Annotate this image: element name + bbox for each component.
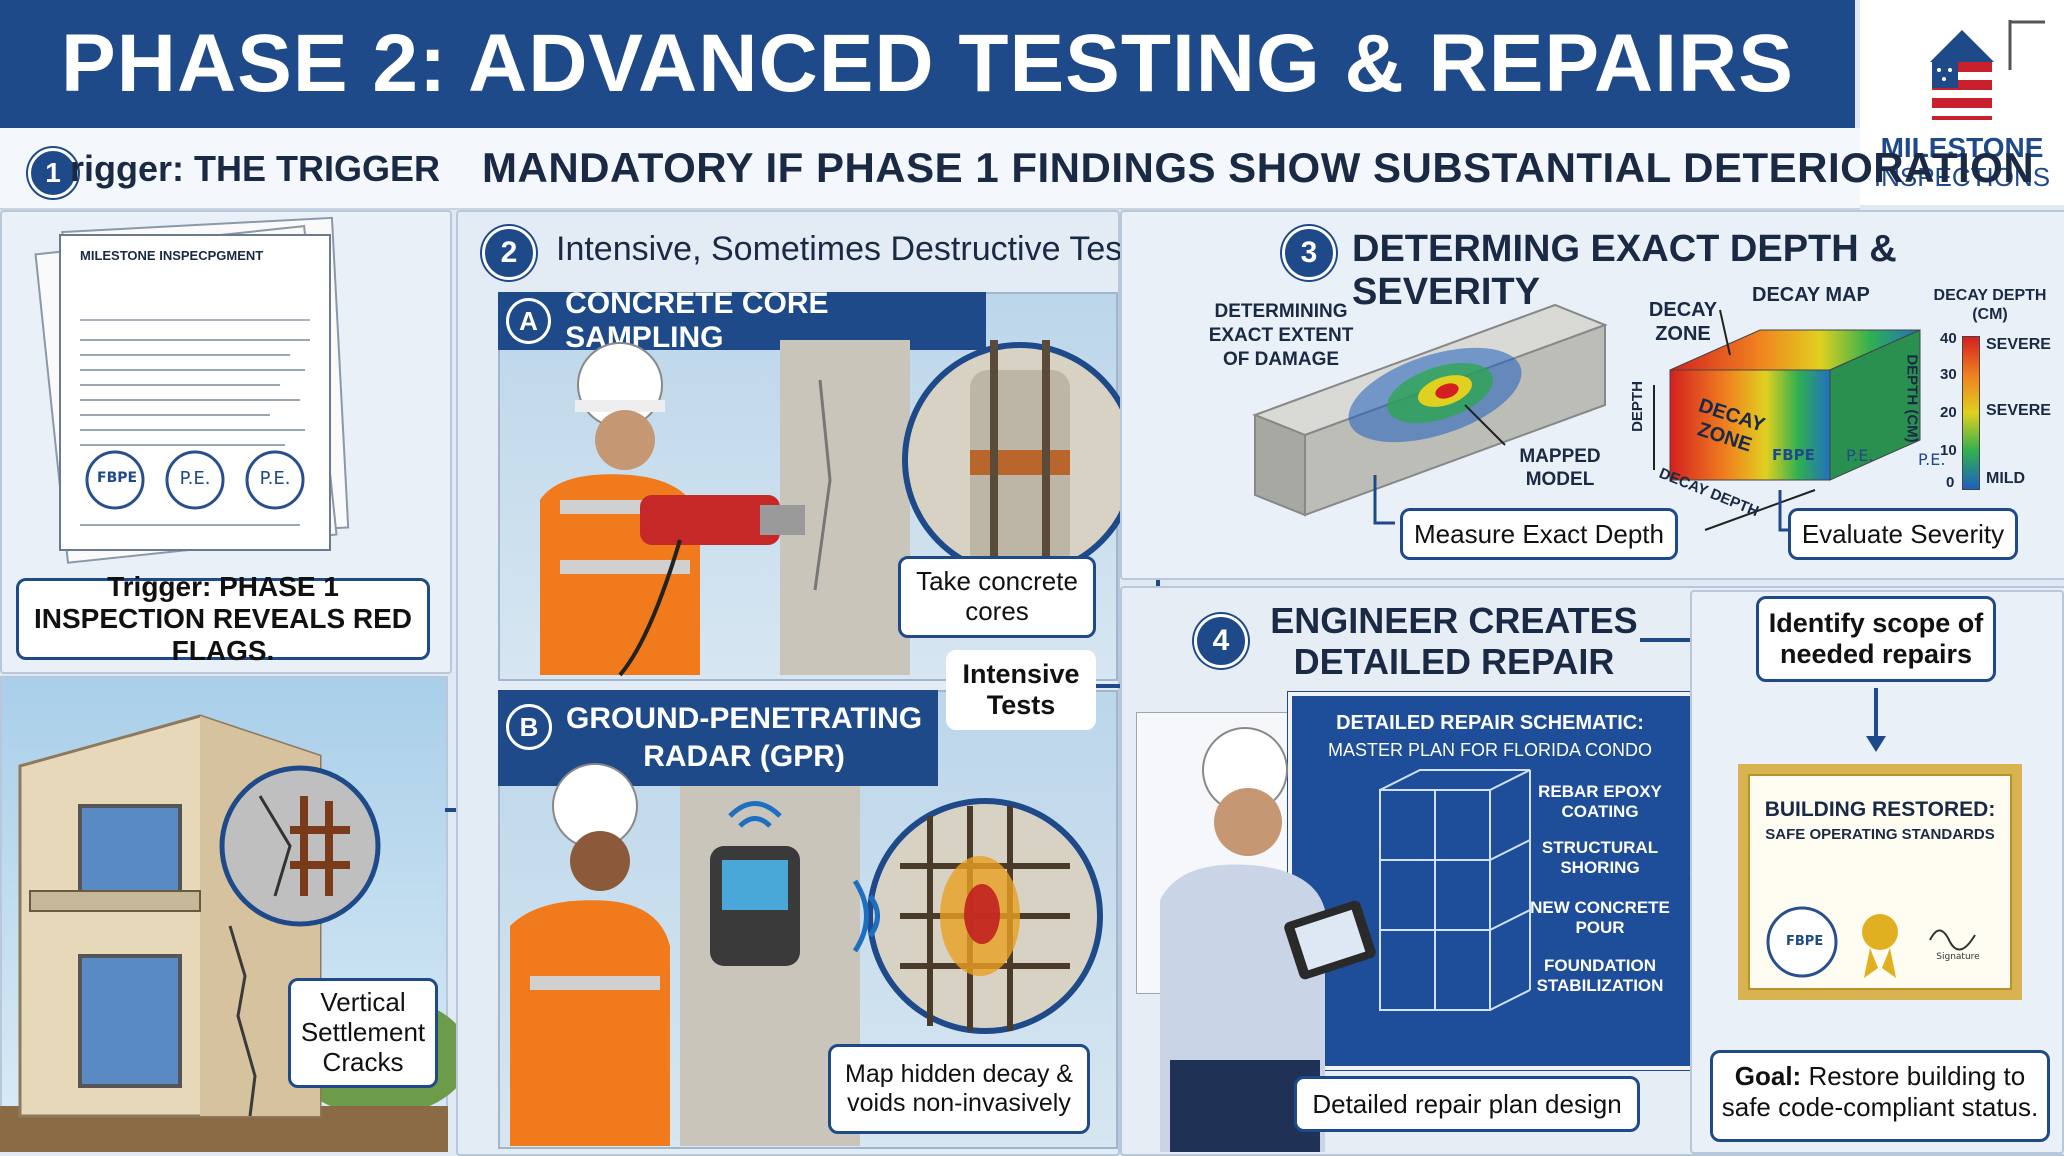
arrow-down-to-certificate — [1866, 688, 1886, 752]
certificate-signature: Signature — [1936, 952, 1980, 962]
inspection-report-icon — [34, 216, 350, 564]
goal-label: Goal: — [1734, 1061, 1802, 1091]
gpr-callout: Map hidden decay & voids non-invasively — [828, 1044, 1090, 1134]
certificate-subtitle: SAFE OPERATING STANDARDS — [1765, 826, 1995, 843]
gpr-tag: B GROUND-PENETRATING RADAR (GPR) — [498, 690, 938, 786]
core-sampling-callout: Take concrete cores — [898, 556, 1096, 638]
mapped-beam-model — [1252, 303, 1608, 525]
company-logo: MILESTONE INSPECTIONS — [1860, 0, 2064, 205]
decay-heatmap-block — [1653, 309, 1921, 531]
schematic-subtitle: MASTER PLAN FOR FLORIDA CONDO — [1327, 740, 1653, 760]
scope-callout: Identify scope of needed repairs — [1756, 596, 1996, 682]
certificate-seal-fbpe: FBPE — [1786, 934, 1824, 949]
schematic-item-2: STRUCTURAL SHORING — [1541, 838, 1659, 878]
gpr-title-line2: RADAR (GPR) — [643, 739, 845, 773]
trigger-headline: MANDATORY IF PHASE 1 FINDINGS SHOW SUBST… — [482, 144, 2035, 191]
trigger-strip — [0, 128, 1860, 210]
depth-cm-axis-label: DEPTH (CM) — [1903, 354, 1921, 443]
page-title: PHASE 2: ADVANCED TESTING & REPAIRS — [0, 0, 1855, 128]
gpr-title-line1: GROUND-PENETRATING — [566, 702, 923, 735]
substep-b-badge: B — [506, 704, 552, 750]
decay-map-label: DECAY MAP — [1752, 284, 1870, 306]
report-seal-pe-2: P.E. — [259, 468, 291, 489]
gpr-worker-illustration — [510, 763, 1103, 1146]
step-1-badge: 1 — [28, 148, 78, 198]
engineer-illustration — [1160, 727, 1376, 1152]
repair-plan-callout: Detailed repair plan design — [1294, 1076, 1640, 1132]
schematic-item-4: FOUNDATION STABILIZATION — [1536, 956, 1664, 996]
trigger-callout: Trigger: PHASE 1 INSPECTION REVEALS RED … — [16, 571, 430, 666]
report-seal-pe-1: P.E. — [179, 468, 211, 489]
structure-schematic-drawing — [1379, 769, 1531, 1011]
legend-tick-20: 20 — [1940, 404, 1957, 421]
legend-tick-0: 0 — [1946, 474, 1955, 491]
block-seal-pe-2: P.E. — [1918, 450, 1946, 469]
goal-callout: Goal: Restore building to safe code-comp… — [1710, 1050, 2050, 1142]
crack-callout: Vertical Settlement Cracks — [288, 978, 438, 1088]
legend-tick-40: 40 — [1940, 330, 1957, 347]
mapped-model-label: MAPPED MODEL — [1519, 446, 1601, 490]
flag-house-icon — [1930, 20, 2045, 120]
schematic-title: DETAILED REPAIR SCHEMATIC: — [1336, 712, 1644, 734]
intensive-tests-callout: Intensive Tests — [946, 650, 1096, 730]
legend-tick-30: 30 — [1940, 366, 1957, 383]
schematic-item-1: REBAR EPOXY COATING — [1538, 782, 1662, 822]
certificate-title: BUILDING RESTORED: — [1764, 798, 1996, 821]
legend-severe-1: SEVERE — [1986, 336, 2051, 353]
legend-color-bar — [1962, 336, 1980, 490]
goal-text: Restore building to safe code-compliant … — [1721, 1061, 2039, 1123]
legend-tick-10: 10 — [1940, 442, 1957, 459]
beam-label: DETERMINING EXACT EXTENT OF DAMAGE — [1208, 301, 1354, 370]
trigger-label: rigger: THE TRIGGER — [70, 148, 441, 189]
core-sampling-title: CONCRETE CORE SAMPLING — [565, 287, 829, 354]
block-seal-fbpe: FBPE — [1772, 446, 1815, 464]
substep-a-badge: A — [506, 298, 552, 344]
cracked-building-icon — [0, 714, 470, 1152]
legend-title: DECAY DEPTH (CM) — [1933, 287, 2047, 324]
certificate-seal-icons — [1766, 906, 1976, 978]
legend-mild: MILD — [1986, 470, 2026, 487]
schematic-item-3: NEW CONCRETE POUR — [1530, 898, 1670, 938]
decay-zone-label: DECAY ZONE — [1648, 299, 1718, 345]
repair-schematic — [1288, 692, 1696, 1070]
severity-callout: Evaluate Severity — [1788, 508, 2018, 560]
section2-title: Intensive, Sometimes Destructive Testing — [556, 230, 1178, 268]
section3-title: DETERMING EXACT DEPTH & SEVERITY — [1352, 228, 1897, 313]
step-2-badge: 2 — [482, 226, 536, 280]
step-3-badge: 3 — [1282, 226, 1336, 280]
depth-axis-label: DEPTH — [1628, 381, 1646, 432]
report-title: MILESTONE INSPECPGMENT — [80, 248, 264, 263]
step-4-badge: 4 — [1194, 614, 1248, 668]
measure-depth-callout: Measure Exact Depth — [1400, 508, 1678, 560]
logo-text-sub: INSPECTIONS — [1873, 162, 2051, 192]
block-seal-pe-1: P.E. — [1846, 446, 1874, 465]
logo-text-main: MILESTONE — [1880, 132, 2044, 163]
legend-severe-2: SEVERE — [1986, 402, 2051, 419]
report-seal-fbpe: FBPE — [97, 470, 138, 486]
